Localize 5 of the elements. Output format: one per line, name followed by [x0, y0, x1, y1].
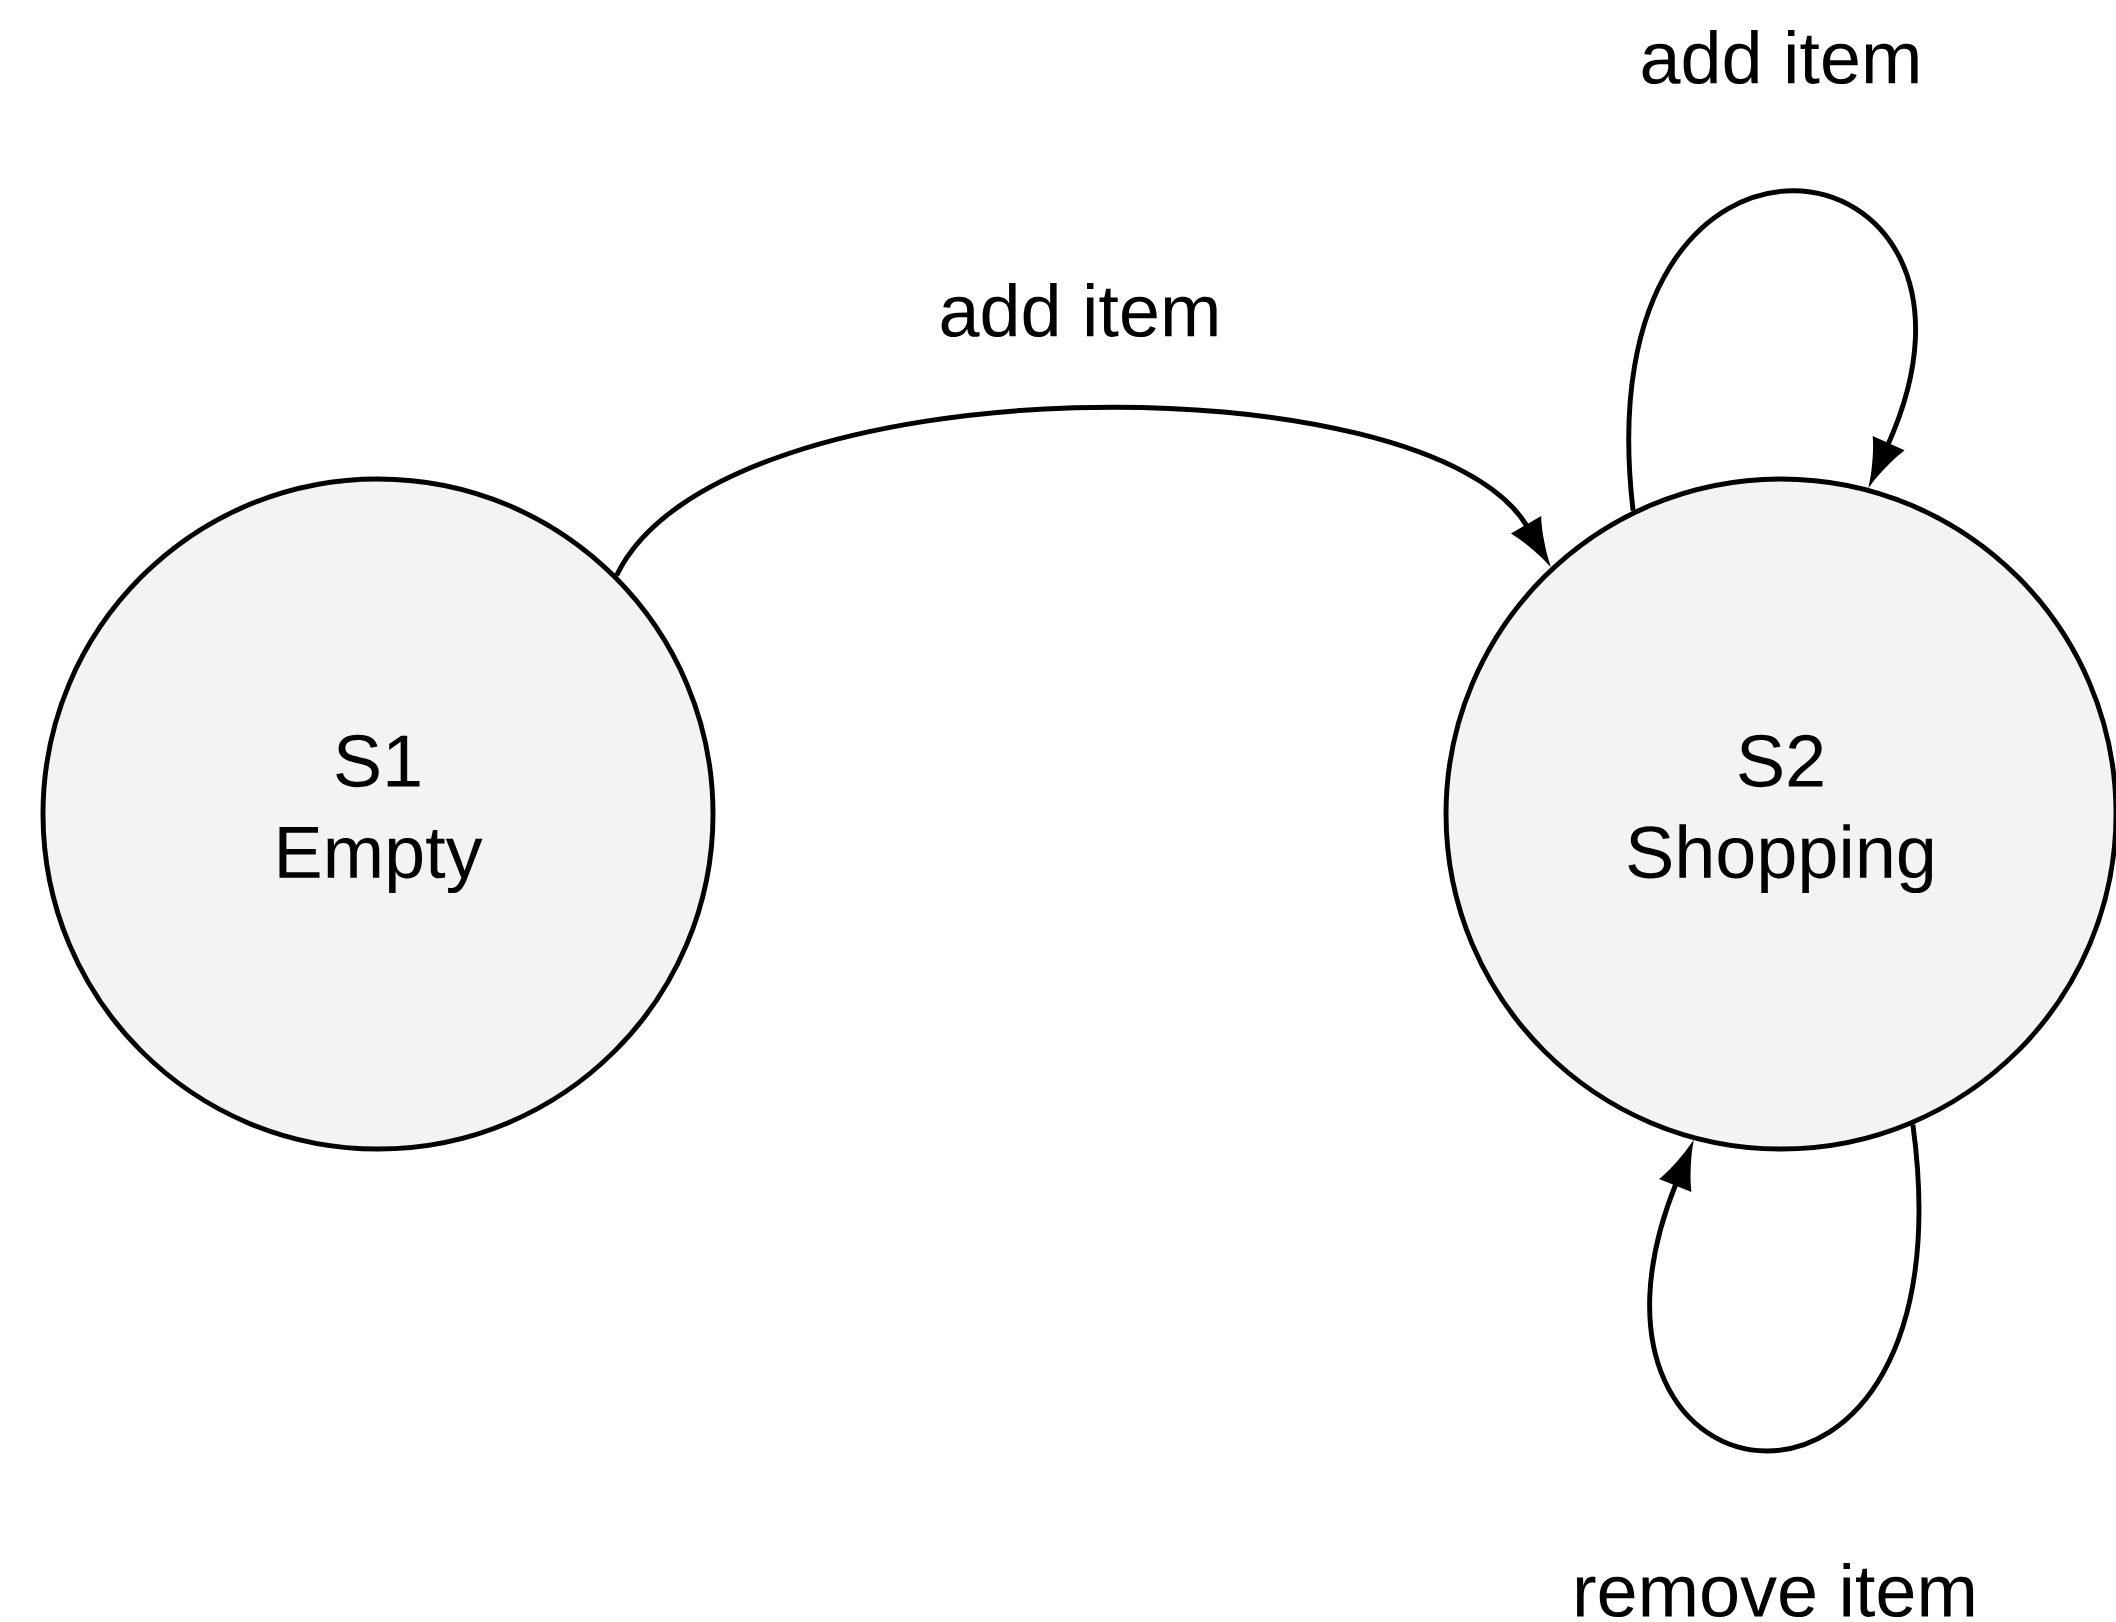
edge-label: add item [1642, 29, 1918, 85]
edge-label: add item [941, 282, 1217, 338]
edge-label: remove item [1576, 1562, 1974, 1618]
arrow [1627, 188, 1917, 511]
arrow [1648, 1124, 1921, 1454]
